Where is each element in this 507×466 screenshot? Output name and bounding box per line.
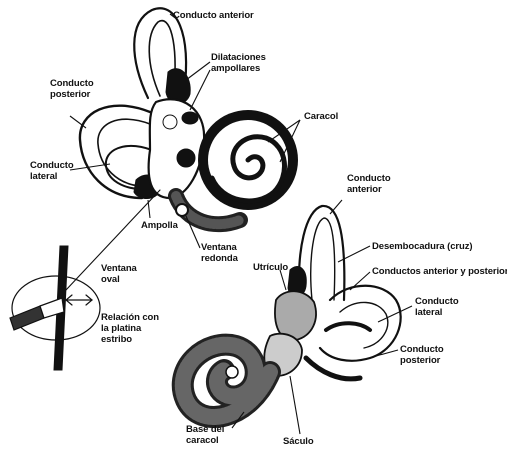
top-round-window [175,203,189,217]
label-conducto-posterior-top: Conducto posterior [50,78,94,100]
bottom-cochlea [171,333,281,428]
top-caracol-spiral [198,110,298,210]
label-conducto-lateral-bottom: Conducto lateral [415,296,459,318]
label-conducto-posterior-bottom: Conducto posterior [400,344,444,366]
label-ampolla: Ampolla [141,220,178,231]
top-posterior-canal [78,104,152,200]
label-desembocadura: Desembocadura (cruz) [372,241,473,252]
top-anterior-canal [133,7,188,100]
label-caracol: Caracol [304,111,339,122]
label-relacion-platina-estribo: Relación con la platina estribo [101,312,159,345]
label-utriculo: Utrículo [253,262,289,273]
bottom-posterior-canal [318,284,402,362]
bottom-labyrinth [171,204,402,428]
bottom-anterior-canal [298,204,346,302]
bottom-lateral-canal [324,321,372,332]
label-conducto-anterior-top: Conducto anterior [173,10,254,21]
label-base-del-caracol: Base del caracol [186,424,225,446]
bottom-leader-lines [231,199,413,435]
label-ventana-redonda: Ventana redonda [201,242,238,264]
label-saculo: Sáculo [283,436,314,447]
label-ventana-oval: Ventana oval [101,263,137,285]
oval-window-detail [9,189,161,371]
stapes-footplate [9,305,45,331]
label-conducto-anterior-bottom: Conducto anterior [347,173,391,195]
top-leader-lines [69,13,301,249]
label-dilataciones-ampollares: Dilataciones ampollares [211,52,266,74]
label-conductos-anterior-posterior: Conductos anterior y posterior [372,266,507,277]
bottom-utricle [274,290,317,341]
top-labyrinth [78,7,298,233]
label-conducto-lateral-top: Conducto lateral [30,160,74,182]
